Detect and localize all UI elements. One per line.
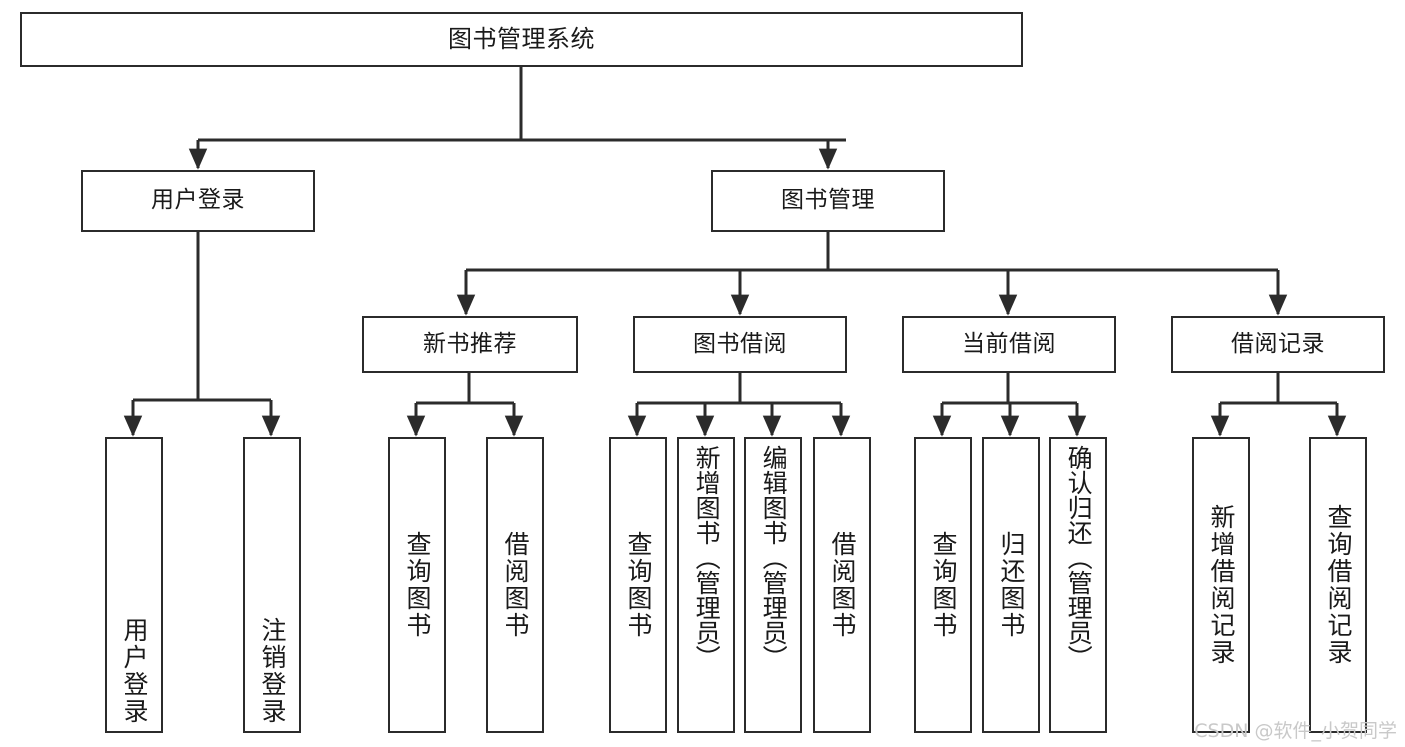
node-book-manage-label: 图书管理 xyxy=(781,187,875,214)
leaf-user-logout-label: 注销登录 xyxy=(258,617,287,725)
leaf-query-record[interactable]: 查询借阅记录 xyxy=(1309,437,1367,733)
leaf-user-login[interactable]: 用户登录 xyxy=(105,437,163,733)
node-borrow-record[interactable]: 借阅记录 xyxy=(1171,316,1385,373)
leaf-query-book-2[interactable]: 查询图书 xyxy=(609,437,667,733)
leaf-user-logout[interactable]: 注销登录 xyxy=(243,437,301,733)
leaf-query-book-3-label: 查询图书 xyxy=(929,531,958,639)
leaf-query-book-3[interactable]: 查询图书 xyxy=(914,437,972,733)
node-new-book-recommend[interactable]: 新书推荐 xyxy=(362,316,578,373)
leaf-confirm-return[interactable]: 确认归还（管理员） xyxy=(1049,437,1107,733)
leaf-add-record[interactable]: 新增借阅记录 xyxy=(1192,437,1250,733)
node-user-login[interactable]: 用户登录 xyxy=(81,170,315,232)
node-book-borrow-label: 图书借阅 xyxy=(693,330,787,357)
leaf-return-book[interactable]: 归还图书 xyxy=(982,437,1040,733)
node-root-label: 图书管理系统 xyxy=(448,25,595,54)
node-book-borrow[interactable]: 图书借阅 xyxy=(633,316,847,373)
csdn-watermark: CSDN @软件_小贺同学 xyxy=(1194,720,1397,742)
node-new-book-recommend-label: 新书推荐 xyxy=(423,330,517,357)
leaf-borrow-book-2-label: 借阅图书 xyxy=(828,531,857,639)
leaf-query-record-label: 查询借阅记录 xyxy=(1324,504,1353,666)
leaf-add-book[interactable]: 新增图书（管理员） xyxy=(677,437,735,733)
node-root[interactable]: 图书管理系统 xyxy=(20,12,1023,67)
leaf-query-book-1-label: 查询图书 xyxy=(403,531,432,639)
leaf-return-book-label: 归还图书 xyxy=(997,531,1026,639)
leaf-add-record-label: 新增借阅记录 xyxy=(1207,504,1236,666)
leaf-add-book-label: 新增图书（管理员） xyxy=(692,445,722,670)
node-book-manage[interactable]: 图书管理 xyxy=(711,170,945,232)
node-user-login-label: 用户登录 xyxy=(151,187,245,214)
leaf-user-login-label: 用户登录 xyxy=(120,617,149,725)
leaf-borrow-book-1-label: 借阅图书 xyxy=(501,531,530,639)
node-current-borrow-label: 当前借阅 xyxy=(962,330,1056,357)
leaf-query-book-1[interactable]: 查询图书 xyxy=(388,437,446,733)
leaf-borrow-book-1[interactable]: 借阅图书 xyxy=(486,437,544,733)
leaf-edit-book[interactable]: 编辑图书（管理员） xyxy=(744,437,802,733)
leaf-confirm-return-label: 确认归还（管理员） xyxy=(1064,445,1094,670)
node-borrow-record-label: 借阅记录 xyxy=(1231,330,1325,357)
leaf-query-book-2-label: 查询图书 xyxy=(624,531,653,639)
leaf-edit-book-label: 编辑图书（管理员） xyxy=(759,445,789,670)
node-current-borrow[interactable]: 当前借阅 xyxy=(902,316,1116,373)
leaf-borrow-book-2[interactable]: 借阅图书 xyxy=(813,437,871,733)
